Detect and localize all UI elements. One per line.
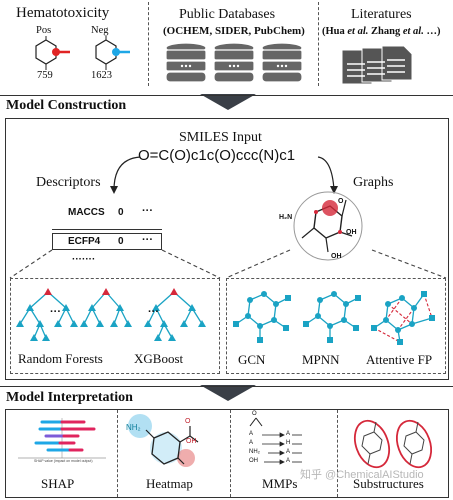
graph-atom-oh-bottom: OH bbox=[331, 253, 342, 260]
graph-networks-icon bbox=[233, 291, 435, 345]
document-icons bbox=[341, 45, 413, 85]
databases-subtitle: (OCHEM, SIDER, PubChem) bbox=[163, 25, 305, 37]
neg-count: 1623 bbox=[91, 70, 112, 81]
mmp-row-right: A bbox=[286, 458, 291, 464]
lit-etal-2: et al. bbox=[402, 26, 424, 37]
smiles-label: SMILES Input bbox=[179, 130, 262, 145]
descriptor-row-box bbox=[52, 233, 162, 250]
descriptor-row-box-shadow bbox=[52, 229, 162, 230]
graph-atom-o: O bbox=[338, 198, 344, 205]
graphs-label: Graphs bbox=[353, 175, 394, 190]
descriptors-label: Descriptors bbox=[36, 175, 101, 190]
graph-atom-nh2: H₂N bbox=[279, 214, 293, 221]
descriptor-row-value: 0 bbox=[118, 207, 124, 218]
mmp-row-left: NH₂ bbox=[249, 449, 260, 455]
top-divider bbox=[148, 2, 149, 86]
watermark: 知乎 @ChemicalAIStudio bbox=[300, 469, 424, 481]
construction-title: Model Construction bbox=[6, 98, 127, 113]
descriptor-row-more: ··· bbox=[142, 205, 153, 217]
substructures-icon bbox=[353, 419, 433, 469]
interp-divider-3 bbox=[337, 410, 338, 497]
interp-divider-1 bbox=[117, 410, 118, 497]
neg-label: Neg bbox=[91, 25, 109, 36]
interp-divider-2 bbox=[230, 410, 231, 497]
method-heatmap: Heatmap bbox=[146, 476, 193, 491]
interpretation-panel bbox=[5, 409, 449, 498]
flow-arrow-1 bbox=[200, 94, 256, 110]
model-xgboost: XGBoost bbox=[134, 351, 184, 366]
databases-title: Public Databases bbox=[179, 7, 276, 22]
model-gcn: GCN bbox=[238, 352, 266, 367]
database-icons bbox=[165, 42, 303, 83]
descriptor-models-box bbox=[10, 278, 220, 374]
interpretation-title: Model Interpretation bbox=[6, 390, 133, 405]
shap-plot-icon bbox=[18, 418, 106, 459]
method-substructures: Substructures bbox=[353, 476, 424, 491]
model-attentive-fp: Attentive FP bbox=[366, 352, 433, 367]
method-mmps: MMPs bbox=[262, 476, 298, 491]
mmp-top-o: O bbox=[252, 411, 257, 417]
mmp-row-right: H bbox=[286, 440, 291, 446]
literatures-title: Literatures bbox=[351, 7, 412, 22]
smiles-value: O=C(O)c1c(O)ccc(N)c1 bbox=[138, 147, 296, 164]
pos-label: Pos bbox=[36, 25, 52, 36]
hematotoxicity-title: Hematotoxicity bbox=[16, 5, 110, 21]
descriptor-row-more: ··· bbox=[142, 234, 153, 246]
shap-axis-label: SHAP value (impact on model output) bbox=[34, 459, 93, 463]
hematotoxicity-molecules-icon bbox=[35, 36, 130, 70]
descriptor-row-value: 0 bbox=[118, 236, 124, 247]
lit-etal-1: et al. bbox=[347, 26, 369, 37]
lit-mid: Zhang bbox=[368, 26, 403, 37]
descriptor-row-name: MACCS bbox=[68, 207, 105, 218]
mmp-row-left: A bbox=[249, 431, 254, 437]
literatures-subtitle: (Hua et al. Zhang et al. …) bbox=[322, 26, 440, 37]
construction-top-line bbox=[0, 95, 453, 96]
graph-models-box bbox=[226, 278, 446, 374]
mmp-row-left: OH bbox=[249, 458, 258, 464]
mmp-icon bbox=[249, 417, 302, 465]
mmp-row-right: A bbox=[286, 431, 291, 437]
descriptor-row-name: ECFP4 bbox=[68, 236, 101, 247]
graph-molecule-icon bbox=[293, 191, 363, 261]
heatmap-oh: OH bbox=[186, 438, 197, 445]
graph-atom-oh-top: OH bbox=[346, 229, 357, 236]
method-shap: SHAP bbox=[41, 476, 75, 491]
mmp-row-left: A bbox=[249, 440, 254, 446]
top-divider-2 bbox=[318, 2, 319, 86]
pos-count: 759 bbox=[37, 70, 53, 81]
interpretation-top-line bbox=[0, 386, 453, 387]
tree-models-icon bbox=[16, 288, 206, 341]
lit-hua: (Hua bbox=[322, 26, 348, 37]
tree-ellipsis-2: ··· bbox=[148, 306, 159, 318]
tree-ellipsis-1: ··· bbox=[50, 306, 61, 318]
lit-end: …) bbox=[423, 26, 441, 37]
heatmap-o: O bbox=[185, 418, 191, 425]
model-mpnn: MPNN bbox=[302, 352, 340, 367]
flow-arrow-2 bbox=[200, 385, 256, 401]
construction-panel bbox=[5, 118, 449, 380]
descriptor-ellipsis: ······· bbox=[72, 254, 96, 265]
mmp-row-right: A bbox=[286, 449, 291, 455]
heatmap-molecule-icon bbox=[128, 414, 199, 467]
model-random-forests: Random Forests bbox=[18, 351, 103, 366]
heatmap-nh2: NH₂ bbox=[126, 423, 141, 432]
